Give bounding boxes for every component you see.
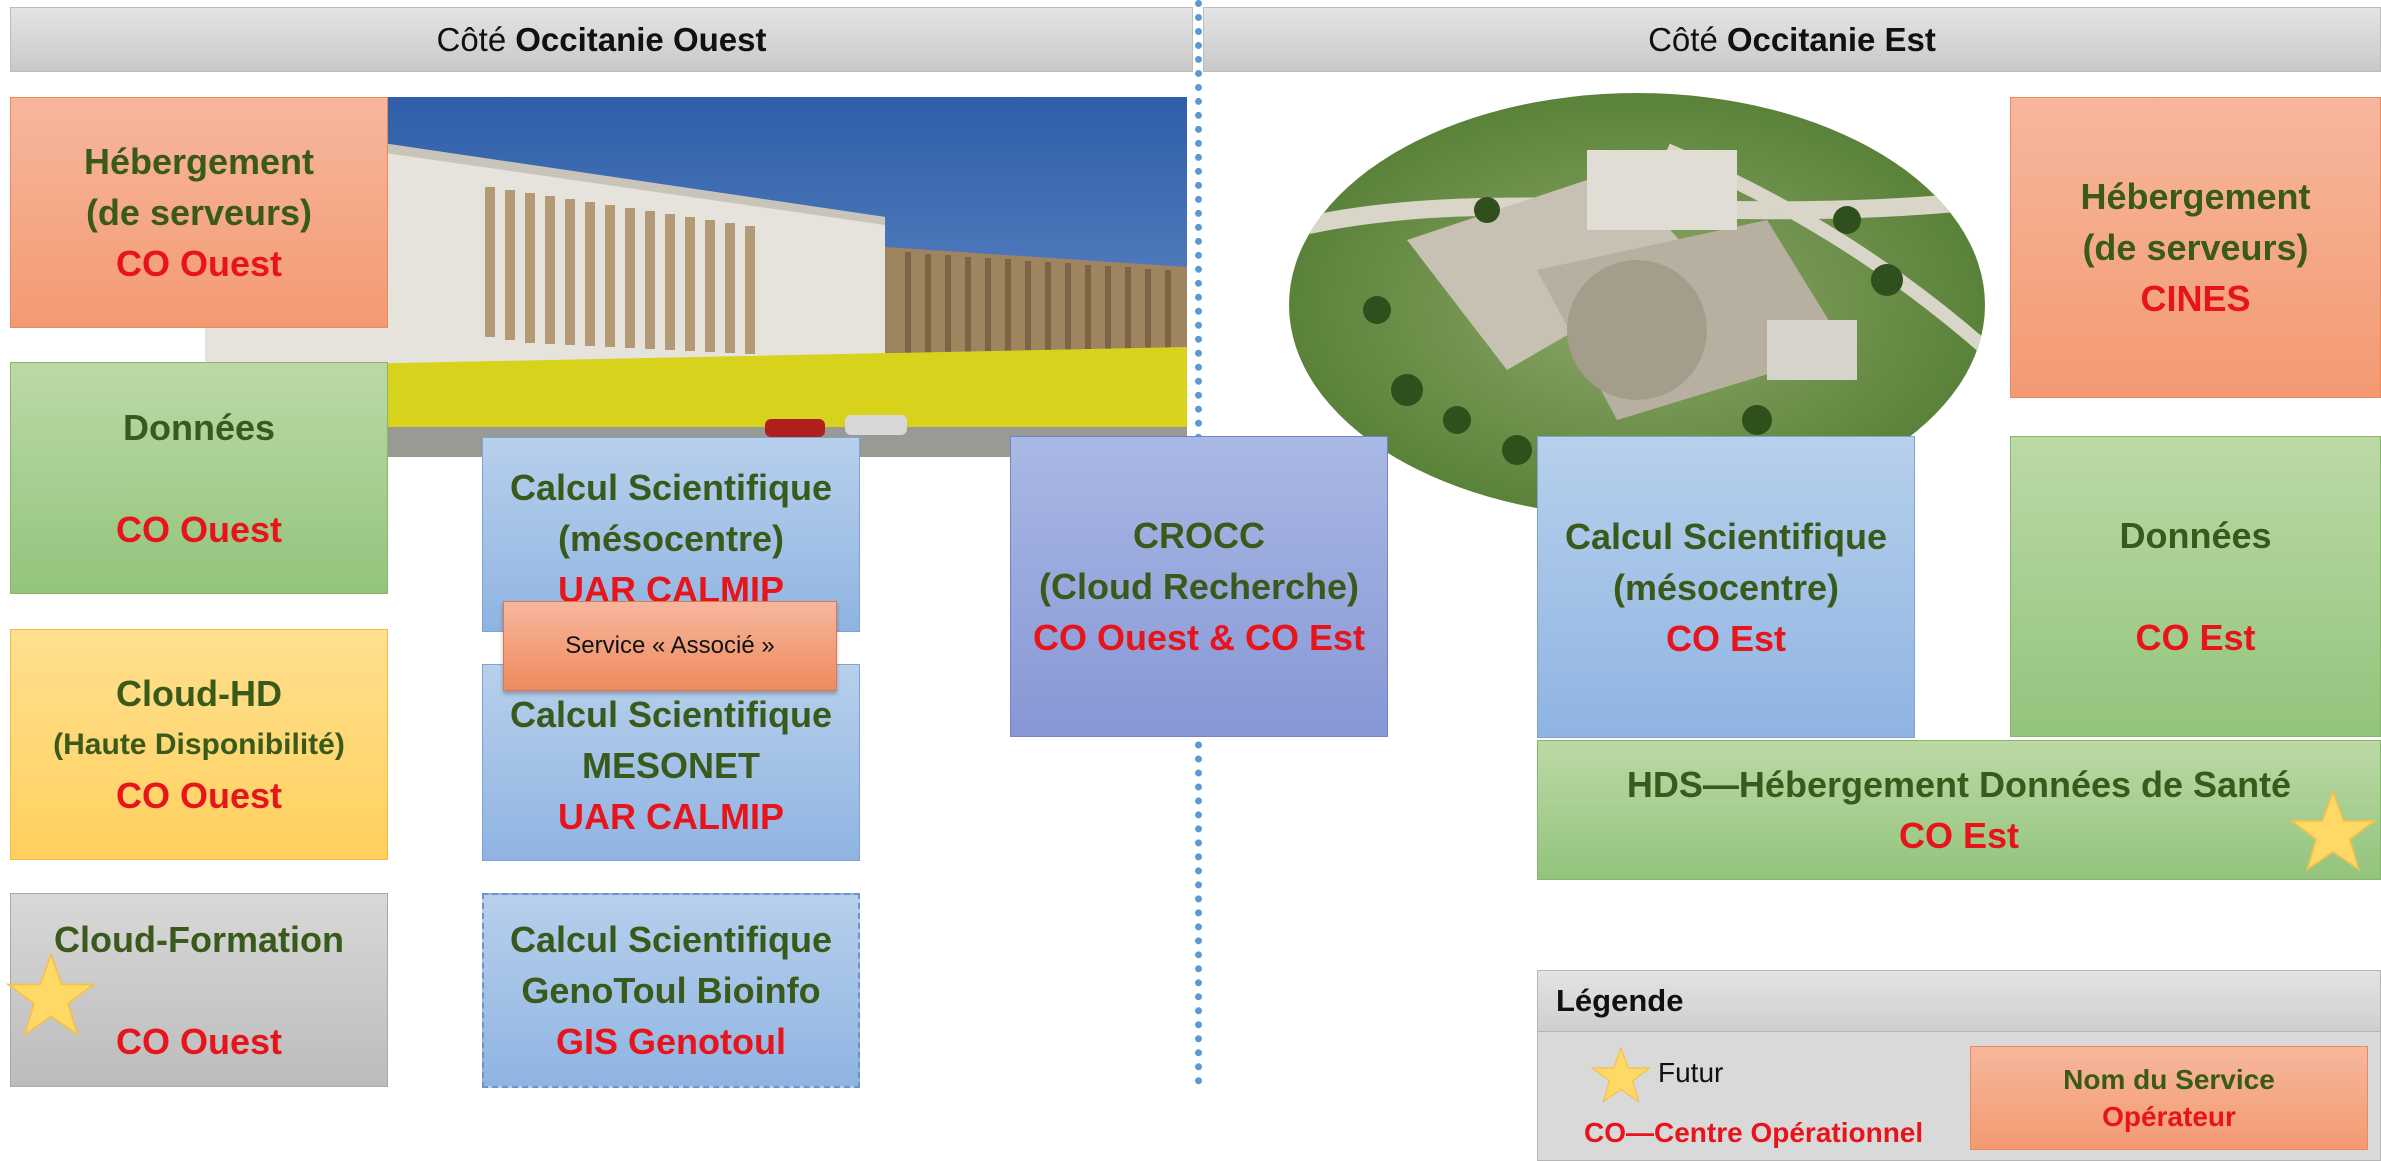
service-operator: CO Ouest [115,508,283,550]
box-calcul-mesocentre-est: Calcul Scientifique (mésocentre) CO Est [1537,436,1915,738]
service-name: Calcul Scientifique [509,919,833,960]
service-name: Données [122,406,276,448]
box-crocc: CROCC (Cloud Recherche) CO Ouest & CO Es… [1010,436,1388,737]
service-name: CROCC [1133,515,1265,556]
service-detail: (mésocentre) [557,518,785,559]
service-name: HDS—Hébergement Données de Santé [1626,764,2292,805]
legend-co: CO—Centre Opérationnel [1584,1117,1924,1148]
header-prefix: Côté [436,20,507,58]
service-name: Calcul Scientifique [1564,515,1888,557]
box-donnees-ouest: Données CO Ouest [10,362,388,594]
header-region: Occitanie Ouest [515,20,767,58]
box-cloud-hd: Cloud-HD (Haute Disponibilité) CO Ouest [10,629,388,860]
service-detail: MESONET [581,745,760,786]
service-detail: (de serveurs) [2082,227,2309,268]
header-region: Occitanie Est [1726,20,1936,58]
star-icon [5,952,97,1037]
service-operator: GIS Genotoul [556,1021,786,1062]
legend: Légende Futur CO—Centre Opérationnel Nom… [1537,970,2381,1161]
service-detail: (Haute Disponibilité) [53,728,345,761]
header-occitanie-ouest: Côté Occitanie Ouest [10,7,1193,72]
legend-header: Légende [1538,971,2380,1032]
star-icon [2288,789,2378,872]
service-name: Calcul Scientifique [509,694,833,735]
service-detail: GenoToul Bioinfo [521,970,821,1011]
service-operator: CO Ouest [115,1020,283,1062]
associe-badge: Service « Associé » [503,601,837,691]
box-cloud-formation: Cloud-Formation CO Ouest [10,893,388,1087]
service-operator: CO Est [1898,815,2020,856]
service-name: Hébergement [2080,176,2311,217]
header-prefix: Côté [1648,20,1718,58]
box-hds: HDS—Hébergement Données de Santé CO Est [1537,740,2381,880]
star-icon [1590,1046,1652,1104]
service-detail: (Cloud Recherche) [1038,566,1360,607]
box-hebergement-ouest: Hébergement (de serveurs) CO Ouest [10,97,388,328]
service-operator: CO Ouest [115,243,283,284]
box-calcul-genotoul: Calcul Scientifique GenoToul Bioinfo GIS… [482,893,860,1088]
service-name: Calcul Scientifique [509,467,833,508]
service-operator: CINES [2140,278,2251,319]
legend-title: Légende [1556,983,1684,1018]
service-operator: CO Ouest & CO Est [1032,617,1366,658]
service-name: Hébergement [83,141,315,182]
legend-sample-box: Nom du Service Opérateur [1970,1046,2368,1150]
associe-label: Service « Associé » [565,632,775,659]
service-operator: CO Ouest [115,775,283,816]
box-donnees-est: Données CO Est [2010,436,2381,737]
service-detail: (de serveurs) [85,192,313,233]
service-name: Données [2119,515,2272,556]
legend-sample-name: Nom du Service [2063,1064,2275,1095]
legend-futur: Futur [1658,1057,1724,1088]
service-detail: (mésocentre) [1612,566,1840,608]
box-hebergement-est: Hébergement (de serveurs) CINES [2010,97,2381,398]
box-calcul-mesonet: Calcul Scientifique MESONET UAR CALMIP [482,664,860,861]
legend-sample-operator: Opérateur [2102,1101,2236,1132]
service-name: Cloud-Formation [54,918,344,960]
service-name: Cloud-HD [116,673,282,714]
header-occitanie-est: Côté Occitanie Est [1203,7,2381,72]
service-operator: CO Est [1665,617,1787,659]
service-operator: CO Est [2135,617,2256,658]
service-operator: UAR CALMIP [558,796,784,837]
